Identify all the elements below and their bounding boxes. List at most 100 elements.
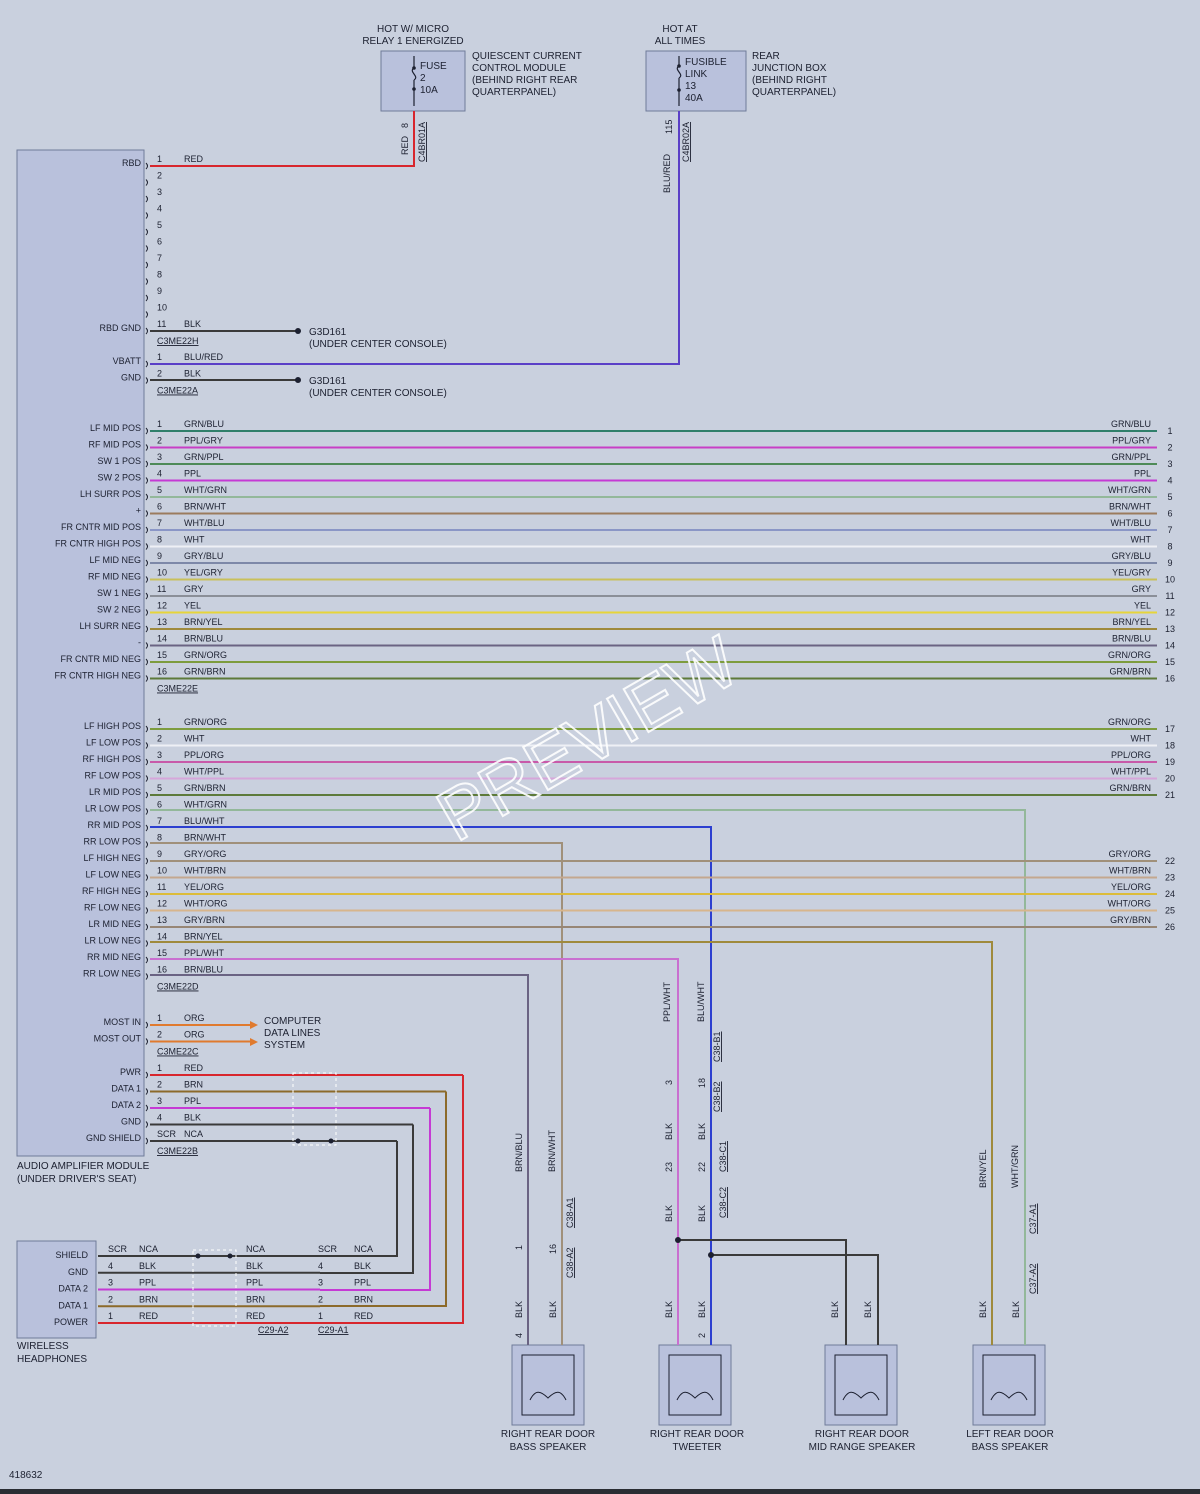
terminal-number: 8 xyxy=(1167,542,1172,552)
fuse-title-line-1: HOT W/ MICRO xyxy=(377,24,449,35)
pin-number: 2 xyxy=(157,734,162,744)
pin-number: 13 xyxy=(157,617,167,627)
terminal-number: 16 xyxy=(1165,674,1175,684)
fuse-title-line-1: HOT AT xyxy=(662,24,697,35)
wire-label: WHT/ORG xyxy=(184,899,228,909)
wire-label: GRN/BRN xyxy=(184,667,226,677)
pin-number: 9 xyxy=(157,551,162,561)
speaker-name-line-1: RIGHT REAR DOOR xyxy=(650,1429,744,1440)
connector-stub xyxy=(145,493,148,501)
connector-stub xyxy=(145,510,148,517)
wire-label-right: BRN/BLU xyxy=(1112,634,1151,644)
terminal-number: 22 xyxy=(1165,856,1175,866)
computer-data-lines-1: COMPUTER xyxy=(264,1016,321,1027)
fuse-desc-line-2: CONTROL MODULE xyxy=(472,63,566,74)
signal-label: LR LOW POS xyxy=(85,804,141,814)
headphones-name-line-2: HEADPHONES xyxy=(17,1354,87,1365)
signal-label: - xyxy=(138,638,141,648)
terminal-number: 26 xyxy=(1165,922,1175,932)
signal-label: RF LOW POS xyxy=(84,771,141,781)
fuse-desc-line-4: QUARTERPANEL) xyxy=(472,87,556,98)
pin-number: 3 xyxy=(157,750,162,760)
headphone-wire-label-right: NCA xyxy=(354,1244,373,1254)
connector-id: C3ME22B xyxy=(157,1146,198,1156)
signal-label: SW 2 NEG xyxy=(97,605,141,615)
connector-stub xyxy=(145,162,148,170)
connector-stub xyxy=(145,824,148,832)
inline-pin: 1 xyxy=(514,1245,524,1250)
audio-amplifier-module-box xyxy=(16,149,145,1157)
headphone-signal: SHIELD xyxy=(55,1250,88,1260)
vwire-label: BLK xyxy=(1011,1301,1021,1318)
headphone-pin: 2 xyxy=(108,1294,113,1304)
terminal-number: 25 xyxy=(1165,906,1175,916)
terminal-number: 13 xyxy=(1165,624,1175,634)
fuse-inner-line-3: 13 xyxy=(685,81,697,92)
connector-stub xyxy=(145,1121,148,1128)
inline-pin: 23 xyxy=(664,1162,674,1172)
terminal-number: 19 xyxy=(1165,757,1175,767)
pin-number: 2 xyxy=(157,171,162,181)
connector-stub xyxy=(145,775,148,782)
wire-label: NCA xyxy=(184,1129,203,1139)
speaker-icon xyxy=(834,1354,888,1416)
connector-stub xyxy=(145,212,148,219)
terminal-number: 24 xyxy=(1165,889,1175,899)
wire-label: YEL xyxy=(184,601,201,611)
connector-stub xyxy=(145,360,148,368)
wire-label: BRN/YEL xyxy=(184,617,223,627)
connector-stub xyxy=(145,559,148,567)
wire-label: WHT/BLU xyxy=(184,518,225,528)
computer-data-lines-2: DATA LINES xyxy=(264,1028,321,1039)
wire-blk-midrange xyxy=(678,1239,879,1345)
wire-label: GRN/ORG xyxy=(184,650,227,660)
pin-number: 8 xyxy=(157,270,162,280)
connector-stub xyxy=(145,923,148,931)
speaker-icon xyxy=(982,1354,1036,1416)
signal-label: DATA 1 xyxy=(111,1084,141,1094)
wire-label: PPL/GRY xyxy=(184,436,223,446)
wire-blu-red-vbatt xyxy=(150,111,680,365)
shield-outline xyxy=(192,1249,237,1327)
fuse-title-line-2: ALL TIMES xyxy=(655,36,706,47)
headphone-feed-wire xyxy=(320,1091,447,1307)
signal-label: FR CNTR HIGH POS xyxy=(55,539,141,549)
fuse-inner-line-2: 2 xyxy=(420,73,426,84)
ground-id: G3D161 xyxy=(309,327,347,338)
wire-label-right: WHT xyxy=(1131,734,1152,744)
splice-icon xyxy=(295,1138,301,1144)
shield-outline xyxy=(292,1072,337,1146)
speaker-name-line-1: LEFT REAR DOOR xyxy=(966,1429,1054,1440)
connector-stub xyxy=(145,543,148,550)
terminal-number: 1 xyxy=(1167,426,1172,436)
pin-number: 3 xyxy=(157,452,162,462)
wire-label: PPL xyxy=(184,1096,201,1106)
wire-brn-yel-down xyxy=(150,941,993,1345)
speaker-icon xyxy=(521,1354,575,1416)
signal-label: LF MID NEG xyxy=(89,555,141,565)
wire-label: BRN/BLU xyxy=(184,634,223,644)
inline-connector: C38-B1 xyxy=(712,1031,722,1062)
vwire-label: BRN/YEL xyxy=(978,1149,988,1188)
signal-label: RF MID POS xyxy=(88,440,141,450)
wire-label-right: YEL xyxy=(1134,601,1151,611)
signal-label: SW 1 NEG xyxy=(97,588,141,598)
pin-number: SCR xyxy=(157,1129,177,1139)
signal-label: RF MID NEG xyxy=(88,572,141,582)
connector-stub xyxy=(145,609,148,616)
pin-number: 6 xyxy=(157,237,162,247)
wire-label: ORG xyxy=(184,1030,205,1040)
connector-stub xyxy=(145,526,148,534)
pin-number: 4 xyxy=(157,1113,162,1123)
inline-pin: 22 xyxy=(697,1162,707,1172)
speaker-name-line-2: BASS SPEAKER xyxy=(972,1442,1049,1453)
inline-pin: 16 xyxy=(548,1244,558,1254)
wire-label: WHT/BRN xyxy=(184,866,226,876)
headphone-signal: DATA 1 xyxy=(58,1300,88,1310)
wire-label-right: GRN/BLU xyxy=(1111,419,1151,429)
most-out-arrow-icon xyxy=(250,1038,258,1046)
pin-number: 2 xyxy=(157,369,162,379)
connector-stub xyxy=(145,444,148,451)
headphone-pin-2: 2 xyxy=(318,1294,323,1304)
